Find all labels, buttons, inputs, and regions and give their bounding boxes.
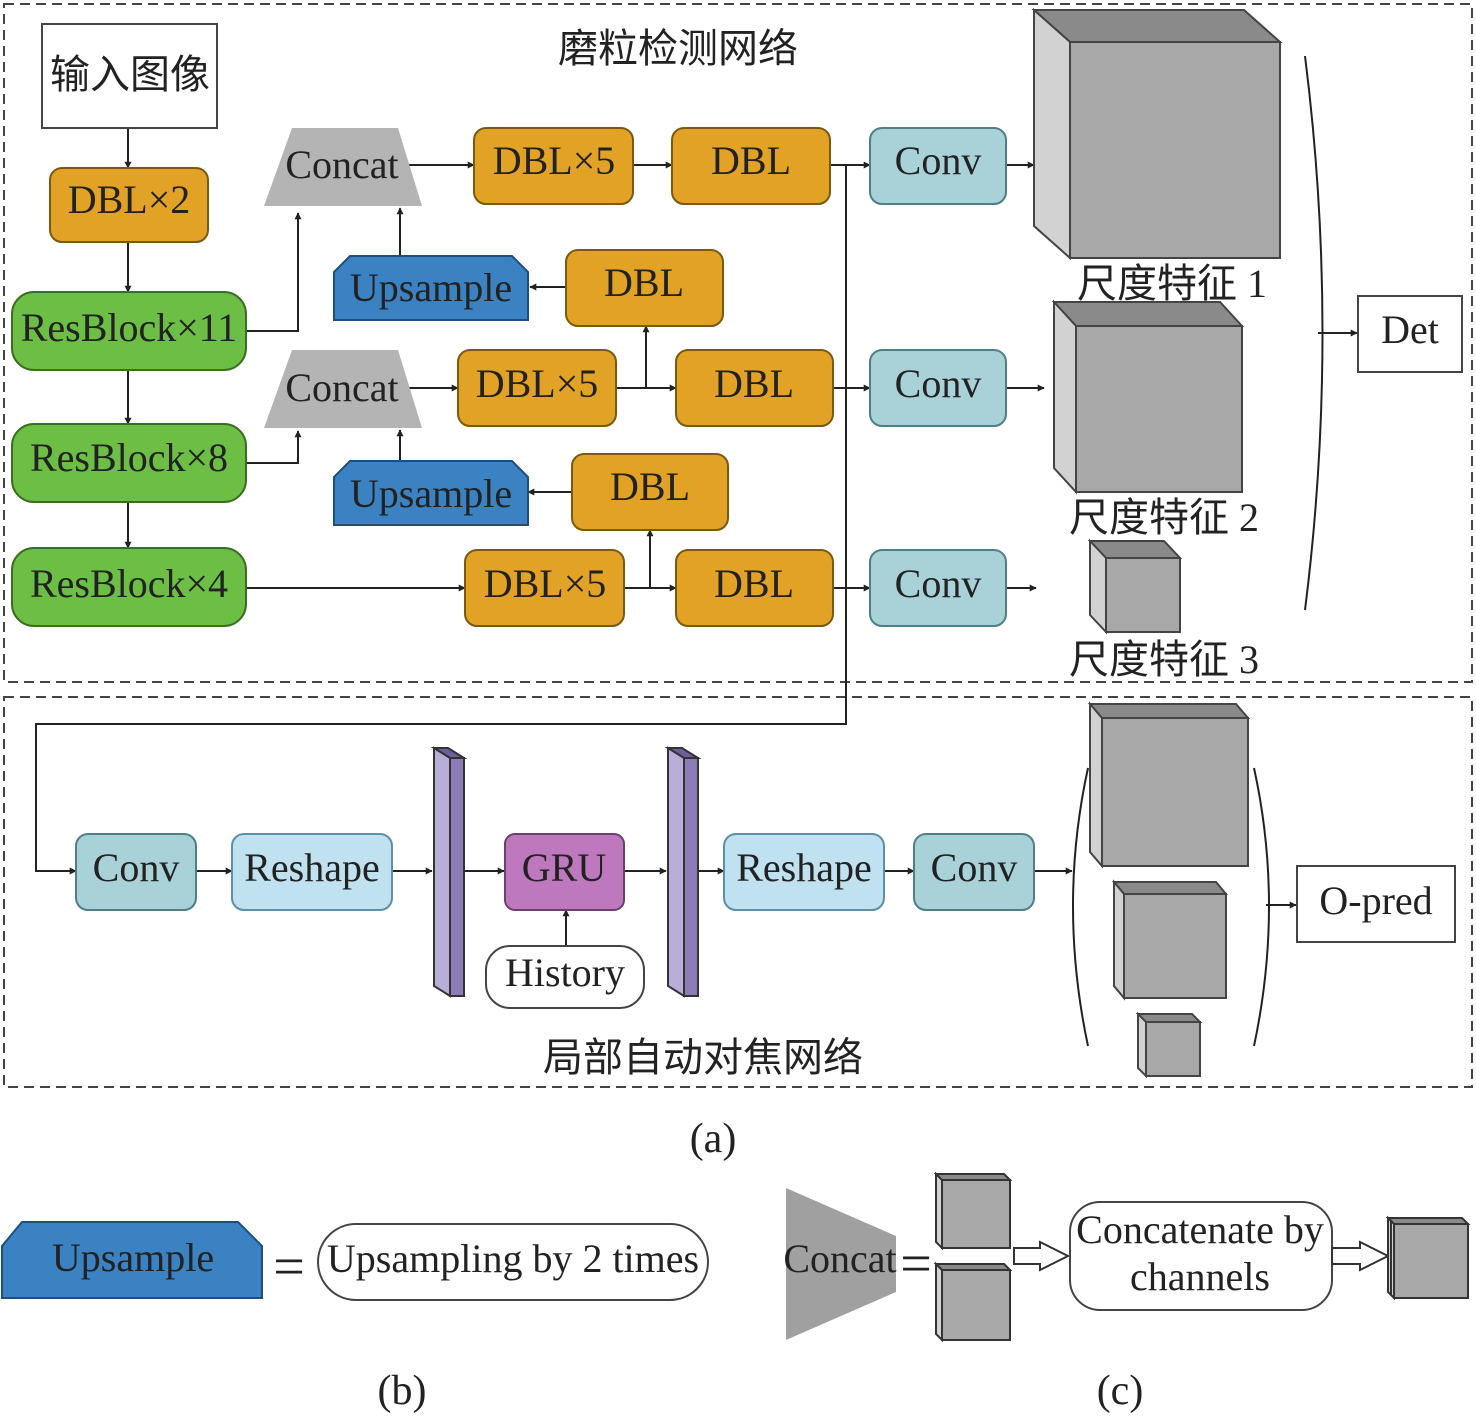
- conv-block-1: Conv: [869, 127, 1007, 205]
- caption-a: (a): [690, 1116, 737, 1162]
- legend-c-description-line1: Concatenate by: [1076, 1207, 1324, 1252]
- legend-upsample-label: Upsample: [52, 1235, 214, 1280]
- concat-block-1: Concat: [264, 128, 422, 206]
- legend-c-equals: =: [900, 1233, 932, 1295]
- dbl-block-1: DBL: [671, 127, 831, 205]
- reshape-label-2: Reshape: [736, 845, 872, 890]
- gru-block: GRU: [504, 833, 625, 911]
- opred-label: O-pred: [1319, 878, 1432, 923]
- scale-feature-cube-1: [1031, 7, 1283, 261]
- conv-label-1: Conv: [895, 138, 982, 183]
- legend-output-cube: [1385, 1215, 1471, 1301]
- scale-feature-label-3: 尺度特征 3: [1069, 637, 1259, 682]
- connectors: [35, 128, 1358, 946]
- concat-block-2: Concat: [264, 350, 422, 428]
- legend-c-description-box: Concatenate by channels: [1069, 1201, 1333, 1311]
- legend-hollow-arrow-2: [1331, 1240, 1391, 1272]
- upsample-label-1: Upsample: [350, 265, 512, 310]
- gru-label: GRU: [522, 845, 607, 890]
- dbl-block-4: DBL: [571, 453, 729, 531]
- conv-label-4: Conv: [93, 845, 180, 890]
- dbl5-block-3: DBL×5: [464, 549, 625, 627]
- dbl-block-2: DBL: [565, 249, 724, 327]
- legend-input-cube-2: [933, 1261, 1013, 1343]
- legend-b-description-box: Upsampling by 2 times: [317, 1223, 709, 1301]
- dbl-label-1: DBL: [711, 138, 791, 183]
- resblock-4-block: ResBlock×4: [11, 547, 247, 627]
- scale-features-bracket: [1304, 55, 1324, 611]
- dbl5-block-1: DBL×5: [473, 127, 634, 205]
- output-cube-2: [1111, 879, 1229, 1001]
- output-cube-1: [1087, 701, 1251, 869]
- reshape-block-2: Reshape: [723, 833, 885, 911]
- resblock-4-label: ResBlock×4: [30, 561, 228, 606]
- dbl5-label-3: DBL×5: [484, 561, 607, 606]
- history-box: History: [485, 945, 645, 1009]
- upsample-block-1: Upsample: [333, 255, 529, 321]
- dbl5-label-1: DBL×5: [493, 138, 616, 183]
- scale-feature-cube-2: [1051, 299, 1245, 495]
- conv-block-3: Conv: [869, 549, 1007, 627]
- scale-feature-label-2: 尺度特征 2: [1069, 495, 1259, 540]
- concat-label-1: Concat: [285, 142, 398, 187]
- detection-network-title: 磨粒检测网络: [558, 26, 798, 71]
- fc-bar-1: [430, 746, 468, 998]
- dbl-label-4: DBL: [610, 464, 690, 509]
- resblock-8-block: ResBlock×8: [11, 423, 247, 503]
- reshape-label-1: Reshape: [244, 845, 380, 890]
- dbl2-block: DBL×2: [49, 167, 209, 243]
- resblock-11-label: ResBlock×11: [21, 305, 238, 350]
- det-box: Det: [1357, 295, 1463, 373]
- dbl2-label: DBL×2: [68, 177, 191, 222]
- concat-label-2: Concat: [285, 365, 398, 410]
- det-label: Det: [1381, 307, 1439, 352]
- opred-box: O-pred: [1296, 865, 1456, 943]
- autofocus-network-frame: [3, 696, 1473, 1088]
- conv-label-5: Conv: [931, 845, 1018, 890]
- conv-block-2: Conv: [869, 349, 1007, 427]
- scale-feature-cube-3: [1087, 538, 1183, 635]
- opred-bracket-right: [1253, 767, 1270, 1047]
- legend-c-description-line2: channels: [1130, 1254, 1270, 1299]
- dbl-block-3: DBL: [675, 349, 834, 427]
- legend-concat-label: Concat: [783, 1236, 896, 1281]
- autofocus-network-title: 局部自动对焦网络: [543, 1035, 863, 1080]
- upsample-label-2: Upsample: [350, 471, 512, 516]
- legend-concat-shape: Concat: [783, 1188, 897, 1340]
- reshape-block-1: Reshape: [231, 833, 393, 911]
- fc-bar-2: [664, 746, 702, 998]
- legend-hollow-arrow-1: [1013, 1240, 1071, 1272]
- dbl-label-3: DBL: [714, 361, 794, 406]
- caption-b: (b): [378, 1368, 427, 1414]
- input-image-label: 输入图像: [50, 52, 210, 97]
- resblock-8-label: ResBlock×8: [30, 435, 228, 480]
- dbl5-block-2: DBL×5: [457, 349, 617, 427]
- history-label: History: [505, 950, 625, 995]
- dbl5-label-2: DBL×5: [476, 361, 599, 406]
- scale-feature-label-1: 尺度特征 1: [1077, 261, 1267, 306]
- conv-label-2: Conv: [895, 361, 982, 406]
- dbl-label-5: DBL: [714, 561, 794, 606]
- upsample-block-2: Upsample: [333, 460, 529, 526]
- detection-network-frame: [3, 3, 1473, 683]
- legend-input-cube-1: [933, 1171, 1013, 1251]
- legend-b-description: Upsampling by 2 times: [327, 1236, 699, 1281]
- legend-b-equals: =: [273, 1236, 305, 1298]
- output-cube-3: [1135, 1011, 1203, 1079]
- legend-upsample-shape: Upsample: [1, 1221, 263, 1299]
- input-image-box: 输入图像: [41, 23, 218, 129]
- opred-bracket-left: [1072, 767, 1089, 1047]
- conv-block-5: Conv: [913, 833, 1035, 911]
- caption-c: (c): [1097, 1368, 1144, 1414]
- resblock-11-block: ResBlock×11: [11, 291, 247, 371]
- conv-label-3: Conv: [895, 561, 982, 606]
- dbl-label-2: DBL: [604, 260, 684, 305]
- conv-block-4: Conv: [75, 833, 197, 911]
- dbl-block-5: DBL: [675, 549, 834, 627]
